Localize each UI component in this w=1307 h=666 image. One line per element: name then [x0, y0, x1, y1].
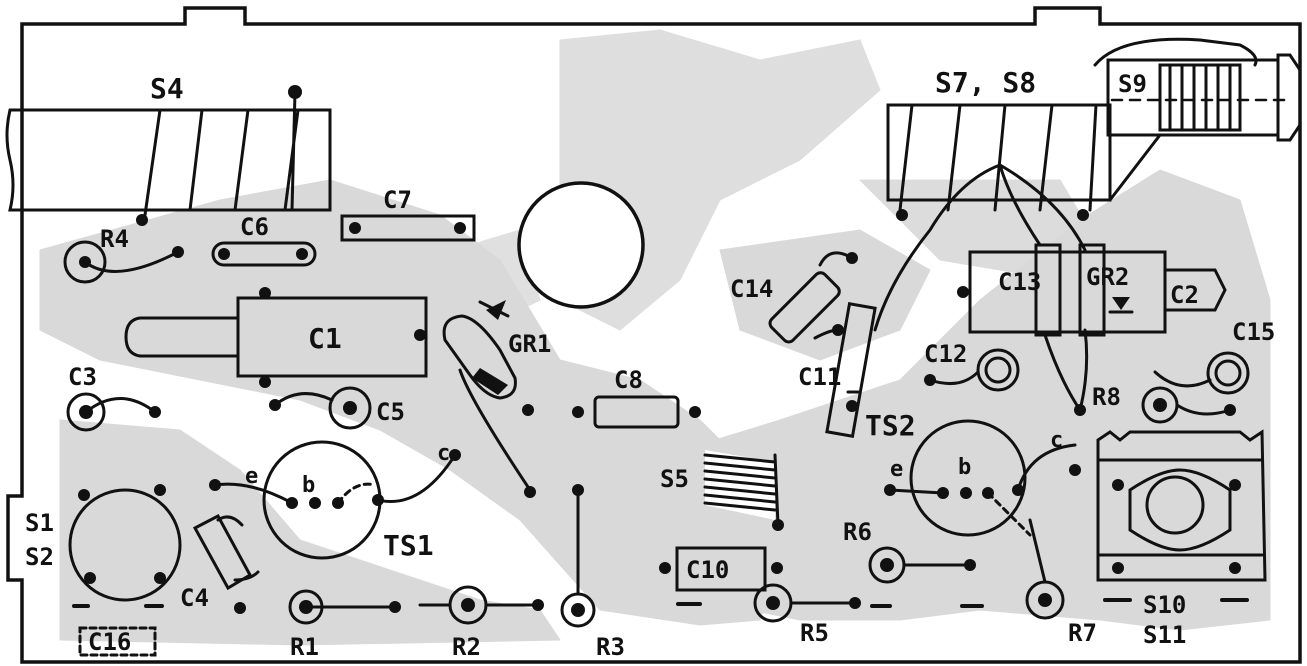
label-s1: S1 — [25, 509, 54, 537]
label-c11: C11 — [798, 363, 841, 391]
capacitor-c12 — [924, 348, 1020, 392]
resistor-r3 — [560, 484, 596, 628]
capacitor-c10 — [659, 546, 783, 606]
label-c4: C4 — [180, 584, 209, 612]
label-c1: C1 — [308, 322, 342, 355]
label-s2: S2 — [25, 543, 54, 571]
label-gr2: GR2 — [1086, 263, 1129, 291]
label-r8: R8 — [1092, 383, 1121, 411]
label-s9: S9 — [1118, 70, 1147, 98]
label-r5: R5 — [800, 619, 829, 647]
capacitor-c16 — [78, 626, 157, 657]
label-s11: S11 — [1143, 621, 1186, 649]
resistor-r2 — [418, 585, 544, 625]
pin-e-ts1: e — [245, 464, 258, 489]
capacitor-c3 — [66, 392, 161, 432]
label-s4: S4 — [150, 72, 184, 105]
label-c5: C5 — [376, 398, 405, 426]
transistor-ts2 — [884, 419, 1081, 537]
label-s5: S5 — [660, 465, 689, 493]
capacitor-c2-block — [957, 250, 1227, 334]
resistor-r1 — [288, 589, 401, 625]
label-r3: R3 — [596, 633, 625, 661]
pin-c-ts2: c — [1050, 428, 1063, 453]
label-r7: R7 — [1068, 619, 1097, 647]
capacitor-c13 — [1034, 243, 1062, 337]
resistor-r6 — [868, 546, 984, 608]
label-c10: C10 — [686, 556, 729, 584]
label-c13: C13 — [998, 268, 1041, 296]
switch-s9 — [1093, 37, 1302, 202]
label-c15: C15 — [1232, 318, 1275, 346]
switch-s4 — [5, 85, 332, 226]
label-c12: C12 — [924, 340, 967, 368]
label-c6: C6 — [240, 213, 269, 241]
socket-s10-s11 — [1096, 429, 1267, 602]
capacitor-c7 — [340, 214, 476, 242]
label-c2: C2 — [1170, 281, 1199, 309]
label-s10: S10 — [1143, 591, 1186, 619]
label-c8: C8 — [614, 366, 643, 394]
pin-e-ts2: e — [890, 457, 903, 482]
label-r6: R6 — [843, 518, 872, 546]
capacitor-c15 — [1153, 351, 1250, 395]
label-c3: C3 — [68, 363, 97, 391]
resistor-r5 — [753, 583, 892, 623]
label-s7-s8: S7, S8 — [935, 66, 1036, 99]
label-r4: R4 — [100, 225, 129, 253]
label-r1: R1 — [290, 633, 319, 661]
capacitor-c8 — [572, 395, 701, 429]
pin-b-ts1: b — [302, 473, 315, 498]
capacitor-c1 — [124, 287, 428, 388]
capacitor-c4 — [192, 513, 260, 614]
capacitor-c14 — [768, 251, 858, 344]
mounting-hole — [517, 181, 645, 309]
wire-bundle — [873, 163, 1089, 412]
resistor-r4 — [63, 240, 184, 284]
diode-gr1 — [442, 300, 536, 498]
label-gr1: GR1 — [508, 330, 551, 358]
resistor-r7 — [1025, 518, 1065, 620]
label-c14: C14 — [730, 275, 773, 303]
board-outline — [6, 6, 1302, 664]
capacitor-c5 — [269, 386, 372, 430]
label-c16: C16 — [88, 628, 131, 656]
capacitor-c6 — [211, 241, 317, 267]
coil-s5 — [703, 450, 784, 531]
label-c7: C7 — [383, 186, 412, 214]
resistor-r8 — [1141, 386, 1236, 424]
label-ts2: TS2 — [865, 409, 916, 442]
switch-s1-s2 — [68, 484, 182, 608]
label-ts1: TS1 — [383, 529, 434, 562]
copper-tracks — [39, 29, 1271, 646]
diode-gr2 — [1078, 243, 1134, 337]
transistor-ts1 — [209, 440, 461, 560]
pin-b-ts2: b — [958, 455, 971, 480]
pin-c-ts1: c — [437, 441, 450, 466]
capacitor-c11 — [825, 301, 877, 439]
label-r2: R2 — [452, 633, 481, 661]
